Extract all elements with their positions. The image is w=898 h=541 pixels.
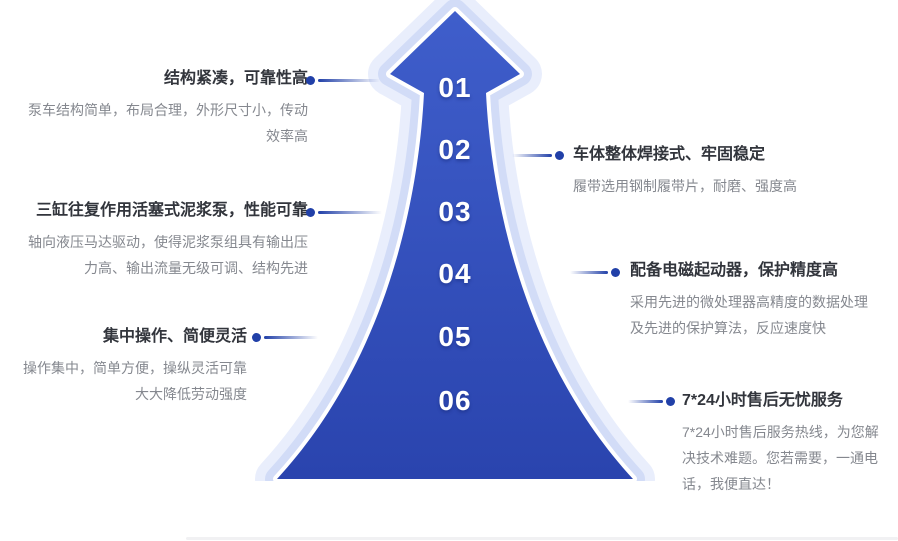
- feature-left-3-title: 集中操作、简便灵活: [102, 328, 247, 345]
- arrow-step-number-4: 04: [438, 258, 472, 289]
- feature-right-3-title: 7*24小时售后无忧服务: [682, 392, 843, 409]
- connector-dot: [611, 268, 620, 277]
- feature-right-2-title: 配备电磁起动器，保护精度高: [630, 262, 839, 279]
- next-section-top-edge: [186, 537, 898, 540]
- feature-left-2-desc: 轴向液压马达驱动，使得泥浆泵组具有输出压力高、输出流量无级可调、结构先进: [28, 234, 308, 276]
- arrow-step-number-5: 05: [438, 321, 472, 352]
- feature-right-1-desc: 履带选用钢制履带片，耐磨、强度高: [573, 178, 797, 194]
- feature-left-3: 集中操作、简便灵活 操作集中，简单方便，操纵灵活可靠大大降低劳动强度: [17, 326, 247, 407]
- feature-left-2-connector: [306, 208, 382, 217]
- feature-right-3-desc: 7*24小时售后服务热线，为您解决技术难题。您若需要，一通电话，我便直达！: [682, 424, 879, 492]
- connector-dot: [666, 397, 675, 406]
- connector-line: [264, 336, 318, 339]
- connector-line: [570, 271, 608, 274]
- feature-left-3-desc: 操作集中，简单方便，操纵灵活可靠大大降低劳动强度: [23, 360, 247, 402]
- arrow-body: [277, 11, 633, 479]
- connector-dot: [306, 76, 315, 85]
- arrow-step-number-3: 03: [438, 196, 472, 227]
- feature-left-2: 三缸往复作用活塞式泥浆泵，性能可靠 轴向液压马达驱动，使得泥浆泵组具有输出压力高…: [23, 200, 308, 281]
- connector-dot: [252, 333, 261, 342]
- feature-right-3: 7*24小时售后无忧服务 7*24小时售后服务热线，为您解决技术难题。您若需要，…: [682, 390, 887, 497]
- feature-right-1-title: 车体整体焊接式、牢固稳定: [573, 146, 766, 163]
- connector-line: [318, 79, 380, 82]
- feature-right-1: 车体整体焊接式、牢固稳定 履带选用钢制履带片，耐磨、强度高: [573, 144, 873, 199]
- feature-left-1-connector: [306, 76, 380, 85]
- connector-dot: [306, 208, 315, 217]
- connector-line: [318, 211, 382, 214]
- feature-right-2-connector: [570, 268, 620, 277]
- feature-right-1-connector: [512, 151, 564, 160]
- connector-line: [628, 400, 663, 403]
- connector-dot: [555, 151, 564, 160]
- feature-right-3-connector: [628, 397, 675, 406]
- feature-left-2-title: 三缸往复作用活塞式泥浆泵，性能可靠: [35, 202, 308, 219]
- arrow-step-number-1: 01: [438, 72, 472, 103]
- feature-left-1-title: 结构紧凑，可靠性高: [163, 70, 308, 87]
- arrow-step-number-6: 06: [438, 385, 472, 416]
- feature-right-2-desc: 采用先进的微处理器高精度的数据处理及先进的保护算法，反应速度快: [630, 294, 868, 336]
- feature-left-3-connector: [252, 333, 318, 342]
- feature-left-1-desc: 泵车结构简单，布局合理，外形尺寸小，传动效率高: [28, 102, 308, 144]
- feature-left-1: 结构紧凑，可靠性高 泵车结构简单，布局合理，外形尺寸小，传动效率高: [23, 68, 308, 149]
- connector-line: [512, 154, 552, 157]
- feature-right-2: 配备电磁起动器，保护精度高 采用先进的微处理器高精度的数据处理及先进的保护算法，…: [630, 260, 875, 341]
- arrow-step-number-2: 02: [438, 134, 472, 165]
